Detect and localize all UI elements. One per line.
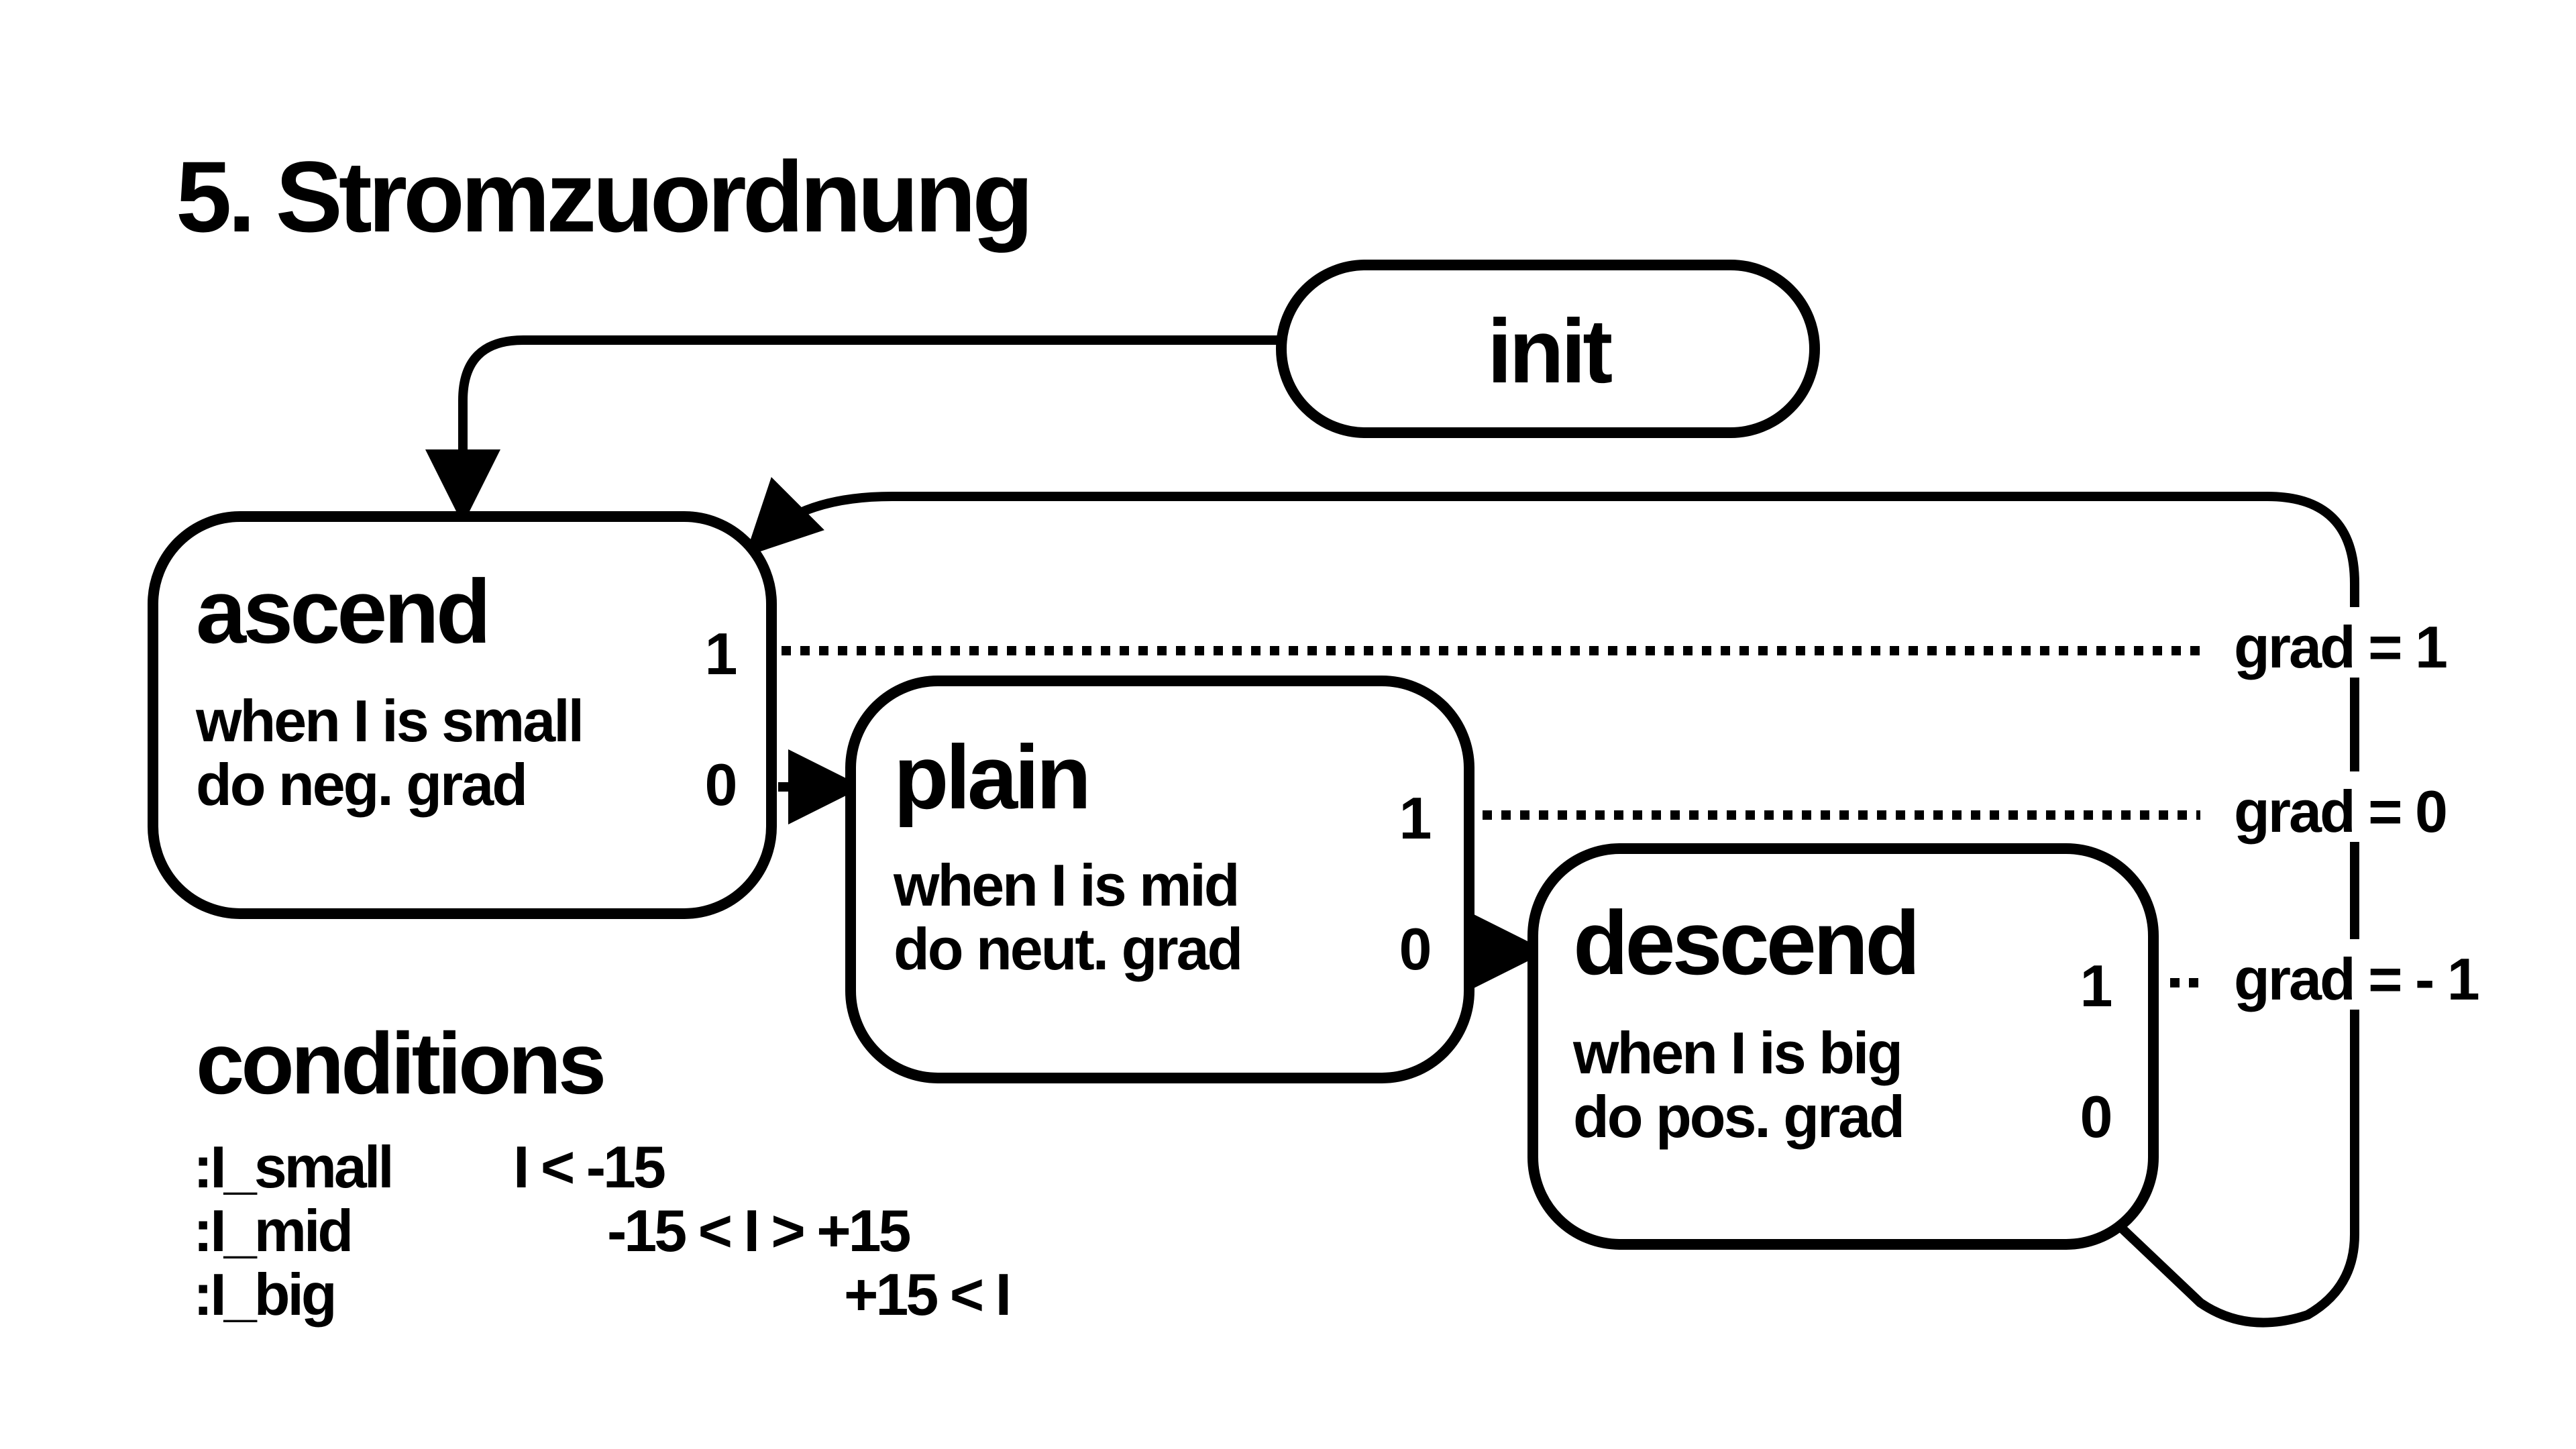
output-grad-plain: grad = 0 <box>2234 778 2446 845</box>
condition-small-expr: I < -15 <box>513 1134 665 1200</box>
state-plain: plain when I is mid do neut. grad 1 0 <box>845 676 1474 1083</box>
state-ascend-when: when I is small <box>195 688 582 754</box>
state-descend-port-1: 1 <box>2080 953 2113 1019</box>
condition-big-expr: +15 < I <box>844 1261 1009 1328</box>
state-ascend: ascend when I is small do neg. grad 1 0 <box>148 511 777 919</box>
condition-mid-expr: -15 < I > +15 <box>607 1197 910 1264</box>
condition-small-name: :I_small <box>193 1134 392 1200</box>
state-descend-title: descend <box>1573 892 1917 994</box>
condition-mid-name: :I_mid <box>193 1197 351 1264</box>
state-ascend-port-1: 1 <box>705 621 738 687</box>
init-to-ascend-arrow <box>425 335 1281 525</box>
state-plain-title: plain <box>894 727 1088 828</box>
init-label: init <box>1487 301 1612 402</box>
state-descend-when: when I is big <box>1572 1020 1901 1086</box>
state-plain-port-1: 1 <box>1399 785 1432 851</box>
state-ascend-title: ascend <box>196 561 488 662</box>
conditions-title: conditions <box>196 1014 603 1112</box>
state-plain-when: when I is mid <box>893 852 1238 918</box>
conditions-legend: conditions :I_small I < -15 :I_mid -15 <… <box>193 1014 1012 1328</box>
state-ascend-do: do neg. grad <box>196 751 526 818</box>
output-grad-descend: grad = - 1 <box>2234 946 2479 1012</box>
state-plain-do: do neut. grad <box>894 916 1241 982</box>
descend-loop-back-arrow <box>745 476 2359 1328</box>
init-node: init <box>1276 260 1820 438</box>
page-title: 5. Stromzuordnung <box>176 140 1030 253</box>
output-grad-ascend: grad = 1 <box>2234 614 2447 680</box>
state-descend-port-0: 0 <box>2080 1083 2113 1150</box>
condition-big-name: :I_big <box>193 1261 335 1328</box>
state-descend: descend when I is big do pos. grad 1 0 <box>1527 843 2159 1250</box>
state-descend-do: do pos. grad <box>1573 1083 1903 1150</box>
state-ascend-port-0: 0 <box>705 751 738 818</box>
state-plain-port-0: 0 <box>1399 916 1432 982</box>
